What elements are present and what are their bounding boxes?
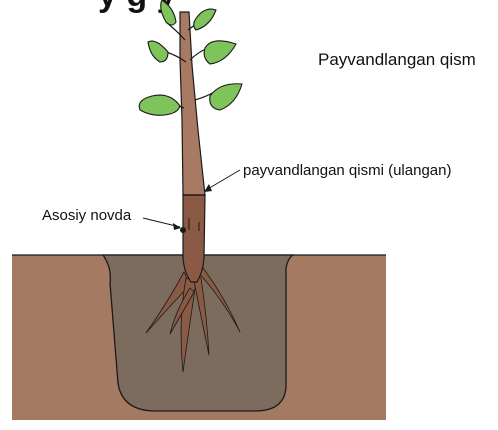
graft-part-label: payvandlangan qismi (ulangan) <box>243 162 451 179</box>
leaf-3 <box>148 41 168 62</box>
leaf-2 <box>194 9 216 30</box>
rootstock-label: Asosiy novda <box>42 207 132 224</box>
leaf-5 <box>139 95 180 115</box>
leader-graft <box>206 170 240 190</box>
arrowhead-graft <box>204 184 212 192</box>
leaf-4 <box>204 41 236 64</box>
leaf-6 <box>210 84 242 110</box>
rootstock-dot <box>180 227 186 233</box>
top-caption-label: Payvandlangan qism <box>318 50 476 69</box>
rootstock-stem <box>183 195 205 282</box>
